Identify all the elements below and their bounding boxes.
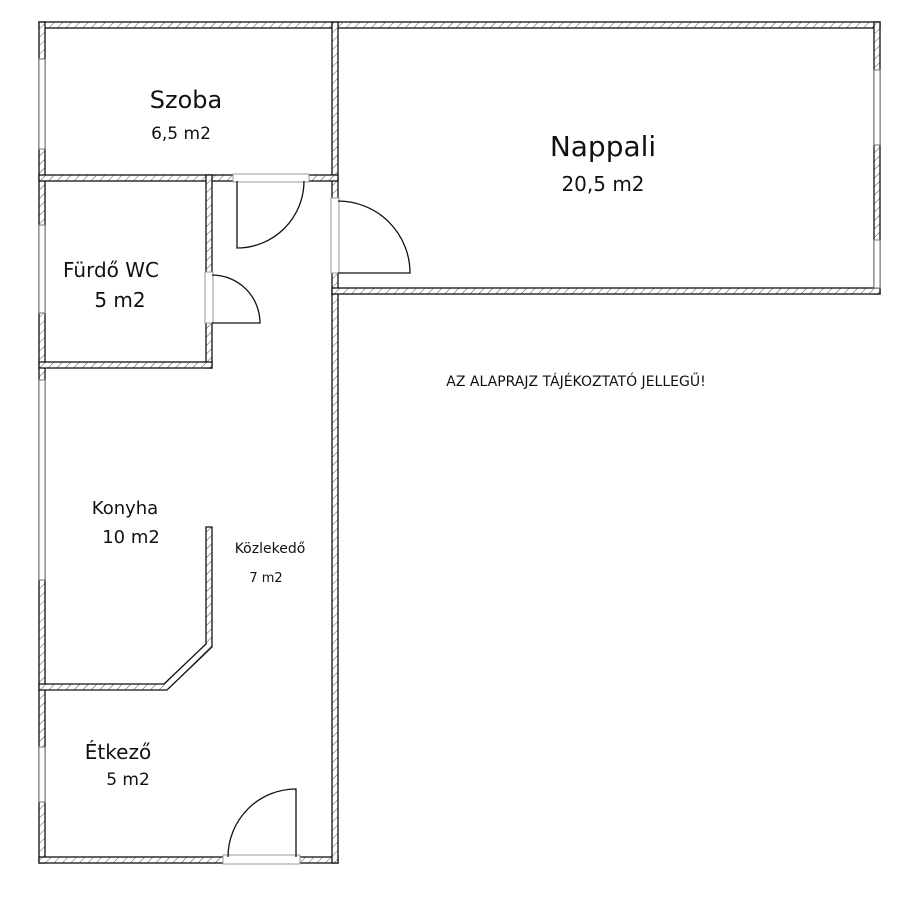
bedroom-door-swing [236,180,305,249]
room-area-szoba: 6,5 m2 [151,124,211,144]
window [873,69,881,146]
room-area-konyha: 10 m2 [102,527,160,548]
window [38,379,46,581]
disclaimer-note: AZ ALAPRAJZ TÁJÉKOZTATÓ JELLEGŰ! [446,372,705,390]
room-name-etkezo: Étkező [85,740,151,764]
room-area-kozlekedo: 7 m2 [249,571,282,586]
living-room-door-opening [330,197,340,274]
entrance-door-opening [222,854,301,865]
room-name-nappali: Nappali [550,130,656,163]
room-name-konyha: Konyha [92,498,158,519]
walls [38,21,881,864]
room-name-kozlekedo: Közlekedő [235,541,306,557]
bathroom-door-opening [204,271,214,324]
top-outer-wall [38,21,881,29]
room-area-furdo: 5 m2 [94,288,145,312]
room-labels: Szoba 6,5 m2 Nappali 20,5 m2 Fürdő WC 5 … [63,86,656,790]
bedroom-bottom-wall [38,174,339,182]
entrance-door-swing [227,788,297,858]
window [38,58,46,150]
living-room-door-swing [337,200,411,274]
bathroom-bottom-wall [38,361,213,369]
corridor-right-wall [331,21,339,864]
kitchen-wall [38,526,213,691]
window [873,239,881,289]
living-room-bottom-wall [331,287,881,295]
windows [38,58,881,803]
bedroom-door-opening [232,173,310,183]
room-name-szoba: Szoba [150,86,222,114]
window [38,746,46,803]
bathroom-door-swing [211,274,261,324]
window [38,224,46,314]
room-area-nappali: 20,5 m2 [561,172,644,196]
doors [204,173,411,865]
room-name-furdo: Fürdő WC [63,258,159,282]
room-area-etkezo: 5 m2 [106,770,150,790]
